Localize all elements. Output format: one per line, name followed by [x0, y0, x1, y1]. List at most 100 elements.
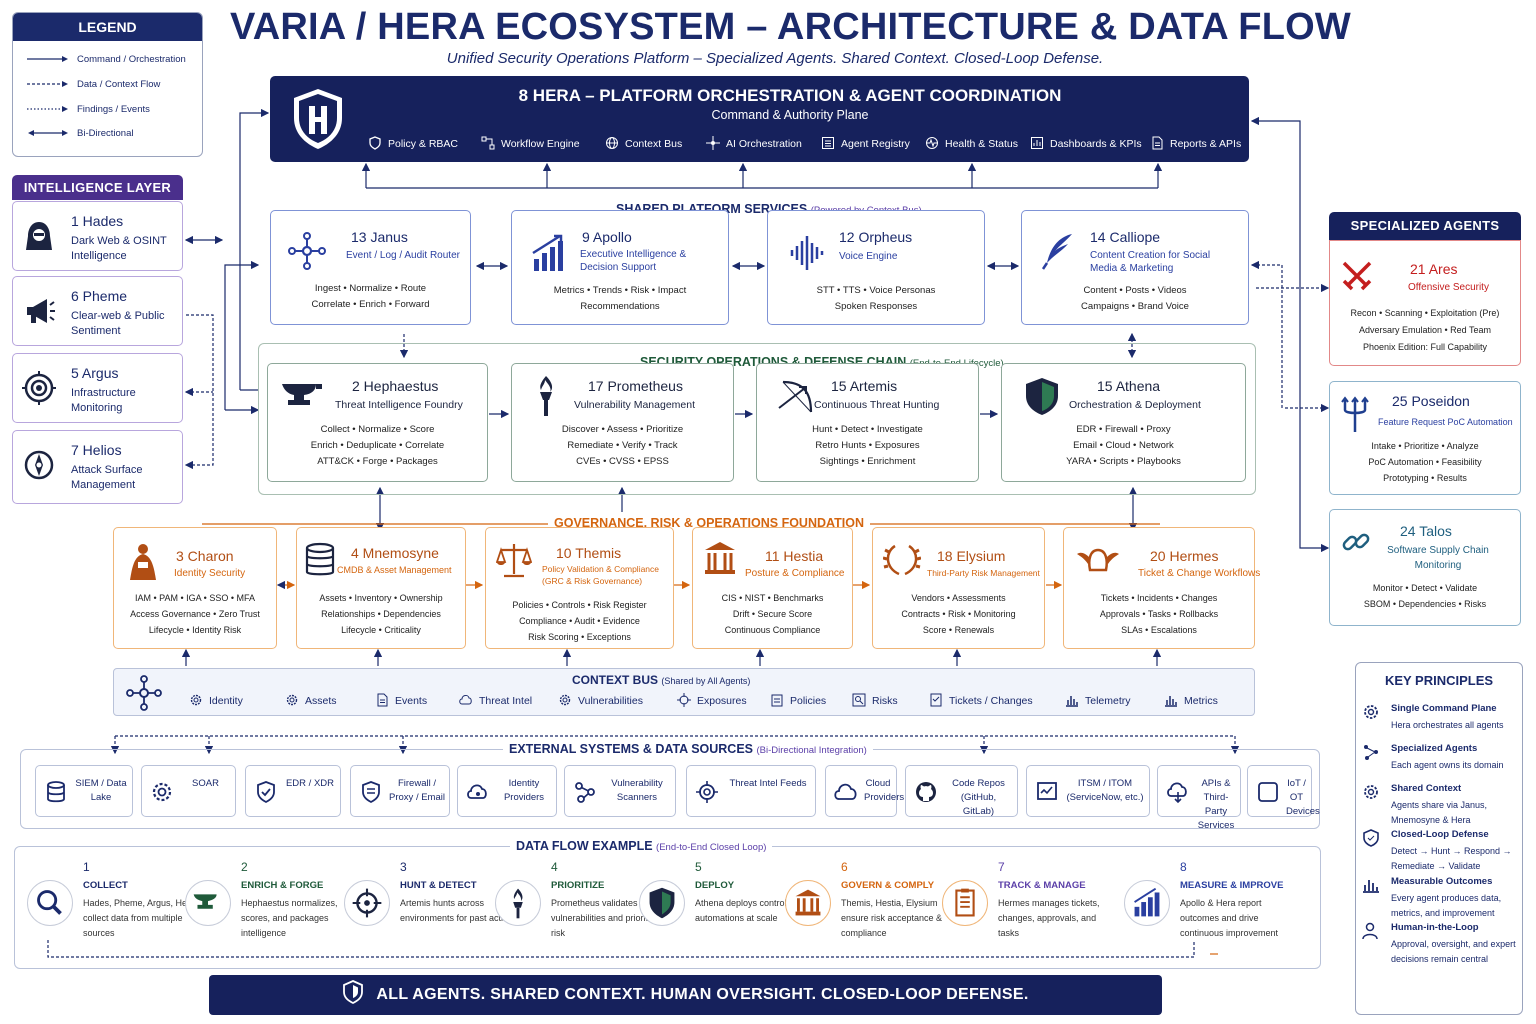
service-card-calliope[interactable]: 14 Calliope Content Creation for Social …: [1021, 210, 1249, 325]
principle-description: Each agent owns its domain: [1391, 760, 1504, 770]
bar-chart-icon: [1165, 696, 1177, 707]
principle-description: Approval, oversight, and expert decision…: [1391, 939, 1516, 964]
external-system-card[interactable]: Vulnerability Scanners: [564, 765, 676, 817]
external-system-card[interactable]: Code Repos (GitHub, GitLab): [905, 765, 1018, 817]
quill-icon: [1041, 234, 1072, 270]
step-number: 3: [400, 860, 407, 874]
secops-card-artemis[interactable]: 15 Artemis Continuous Threat Hunting Hun…: [756, 363, 979, 482]
legend-item-findings: Findings / Events: [27, 104, 150, 115]
feature-agent-registry[interactable]: Agent Registry: [821, 136, 910, 150]
gov-card-charon[interactable]: 3 Charon Identity Security IAM • PAM • I…: [113, 527, 277, 649]
magnifier-icon: [27, 880, 73, 926]
gov-card-hestia[interactable]: 11 Hestia Posture & Compliance CIS • NIS…: [692, 527, 853, 649]
specialized-agents-heading: SPECIALIZED AGENTS: [1329, 212, 1521, 240]
service-card-apollo[interactable]: 9 Apollo Executive Intelligence & Decisi…: [511, 210, 729, 325]
shield-icon: [1363, 829, 1379, 847]
bar-chart-icon: [1066, 696, 1078, 707]
winged-helmet-icon: [1077, 548, 1119, 572]
step-heading: DEPLOY: [695, 880, 735, 891]
feature-context-bus[interactable]: Context Bus: [605, 136, 682, 150]
bar-chart-up-icon: [1124, 880, 1170, 926]
agent-card-hades[interactable]: 1 Hades Dark Web & OSINT Intelligence: [12, 201, 183, 271]
step-heading: HUNT & DETECT: [400, 880, 477, 891]
external-system-card[interactable]: APIs & Third-Party Services: [1157, 765, 1241, 831]
feature-policy-rbac[interactable]: Policy & RBAC: [368, 136, 458, 150]
checklist-icon: [930, 693, 942, 707]
hera-title: 8 HERA – PLATFORM ORCHESTRATION & AGENT …: [518, 86, 1062, 105]
agent-card-ares[interactable]: 21 Ares Offensive Security Recon • Scann…: [1329, 240, 1521, 366]
bus-item-assets[interactable]: Assets: [285, 693, 337, 707]
crosshair-icon: [677, 693, 691, 707]
sound-wave-icon: [790, 236, 824, 270]
agent-card-helios[interactable]: 7 Helios Attack Surface Management: [12, 430, 183, 504]
github-icon: [916, 782, 936, 802]
external-system-card[interactable]: Threat Intel Feeds: [686, 765, 816, 817]
feature-dashboards[interactable]: Dashboards & KPIs: [1030, 136, 1142, 150]
agent-card-argus[interactable]: 5 Argus Infrastructure Monitoring: [12, 353, 183, 423]
dashboard-icon: [1031, 137, 1043, 149]
cloud-user-icon: [467, 784, 487, 799]
agent-desc: Clear-web & Public Sentiment: [71, 310, 165, 337]
gov-card-elysium[interactable]: 18 Elysium Third-Party Risk Management V…: [872, 527, 1045, 649]
step-heading: MEASURE & IMPROVE: [1180, 880, 1284, 891]
gov-card-mnemosyne[interactable]: 4 Mnemosyne CMDB & Asset Management Asse…: [296, 527, 466, 649]
legend-heading: LEGEND: [13, 13, 202, 41]
step-heading: TRACK & MANAGE: [998, 880, 1086, 891]
external-system-card[interactable]: EDR / XDR: [245, 765, 341, 817]
agent-name: 5 Argus: [71, 365, 119, 381]
agent-card-talos[interactable]: 24 Talos Software Supply Chain Monitorin…: [1329, 509, 1521, 626]
hera-orchestration-bar[interactable]: 8 HERA – PLATFORM ORCHESTRATION & AGENT …: [270, 76, 1249, 162]
external-system-card[interactable]: Firewall / Proxy / Email: [350, 765, 450, 817]
external-system-card[interactable]: Identity Providers: [457, 765, 557, 817]
context-bus[interactable]: CONTEXT BUS (Shared by All Agents) Ident…: [113, 668, 1255, 716]
itsm-icon: [1037, 782, 1057, 800]
agent-card-poseidon[interactable]: 25 Poseidon Feature Request PoC Automati…: [1329, 381, 1521, 495]
laurel-wreath-icon: [883, 544, 921, 576]
crosshair-icon: [344, 880, 390, 926]
gov-card-hermes[interactable]: 20 Hermes Ticket & Change Workflows Tick…: [1063, 527, 1260, 649]
step-number: 1: [83, 860, 90, 874]
step-number: 5: [695, 860, 702, 874]
secops-card-hephaestus[interactable]: 2 Hephaestus Threat Intelligence Foundry…: [267, 363, 488, 482]
external-system-card[interactable]: SIEM / Data Lake: [35, 765, 133, 817]
external-system-card[interactable]: Cloud Providers: [825, 765, 904, 817]
feature-workflow-engine[interactable]: Workflow Engine: [481, 136, 580, 150]
hera-subtitle: Command & Authority Plane: [711, 108, 869, 122]
bar-chart-icon: [1363, 880, 1379, 893]
dataflow-label: DATA FLOW EXAMPLE (End-to-End Closed Loo…: [510, 839, 773, 853]
person-check-icon: [1362, 922, 1378, 940]
external-system-label: SIEM / Data Lake: [75, 778, 127, 803]
globe-icon: [606, 137, 618, 149]
agent-name: 1 Hades: [71, 213, 124, 229]
feature-ai-orchestration[interactable]: AI Orchestration: [706, 136, 802, 150]
gear-icon: [559, 694, 571, 706]
bus-item-metrics[interactable]: Metrics: [1164, 693, 1218, 707]
shield-h-icon: [294, 89, 342, 149]
bus-item-identity[interactable]: Identity: [189, 693, 243, 707]
bus-item-policies[interactable]: Policies: [770, 693, 826, 707]
external-system-card[interactable]: ITSM / ITOM (ServiceNow, etc.): [1026, 765, 1150, 817]
feature-reports-apis[interactable]: Reports & APIs: [1150, 136, 1241, 150]
external-system-card[interactable]: IoT / OT Devices: [1247, 765, 1320, 817]
bus-item-threat-intel[interactable]: Threat Intel: [459, 693, 532, 707]
footer-banner: ALL AGENTS. SHARED CONTEXT. HUMAN OVERSI…: [209, 975, 1162, 1015]
gov-card-themis[interactable]: 10 Themis Policy Validation & Compliance…: [485, 527, 674, 649]
bus-item-vulnerabilities[interactable]: Vulnerabilities: [558, 693, 643, 707]
secops-card-athena[interactable]: 15 Athena Orchestration & Deployment EDR…: [1001, 363, 1246, 482]
clipboard-icon: [771, 694, 783, 707]
bus-item-tickets[interactable]: Tickets / Changes: [929, 693, 1033, 707]
bus-hub-icon: [126, 675, 162, 711]
secops-card-prometheus[interactable]: 17 Prometheus Vulnerability Management D…: [511, 363, 734, 482]
bus-item-risks[interactable]: Risks: [852, 693, 898, 707]
agent-card-pheme[interactable]: 6 Pheme Clear-web & Public Sentiment: [12, 276, 183, 346]
report-icon: [1152, 136, 1163, 150]
external-system-label: IoT / OT Devices: [1286, 778, 1320, 817]
bus-item-events[interactable]: Events: [375, 693, 427, 707]
external-system-card[interactable]: SOAR: [141, 765, 236, 817]
feature-health-status[interactable]: Health & Status: [925, 136, 1018, 150]
bus-item-exposures[interactable]: Exposures: [677, 693, 747, 707]
service-card-orpheus[interactable]: 12 Orpheus Voice Engine STT • TTS • Voic…: [767, 210, 985, 325]
iot-icon: [1258, 782, 1278, 802]
bus-item-telemetry[interactable]: Telemetry: [1065, 693, 1131, 707]
service-card-janus[interactable]: 13 Janus Event / Log / Audit Router Inge…: [270, 210, 471, 325]
